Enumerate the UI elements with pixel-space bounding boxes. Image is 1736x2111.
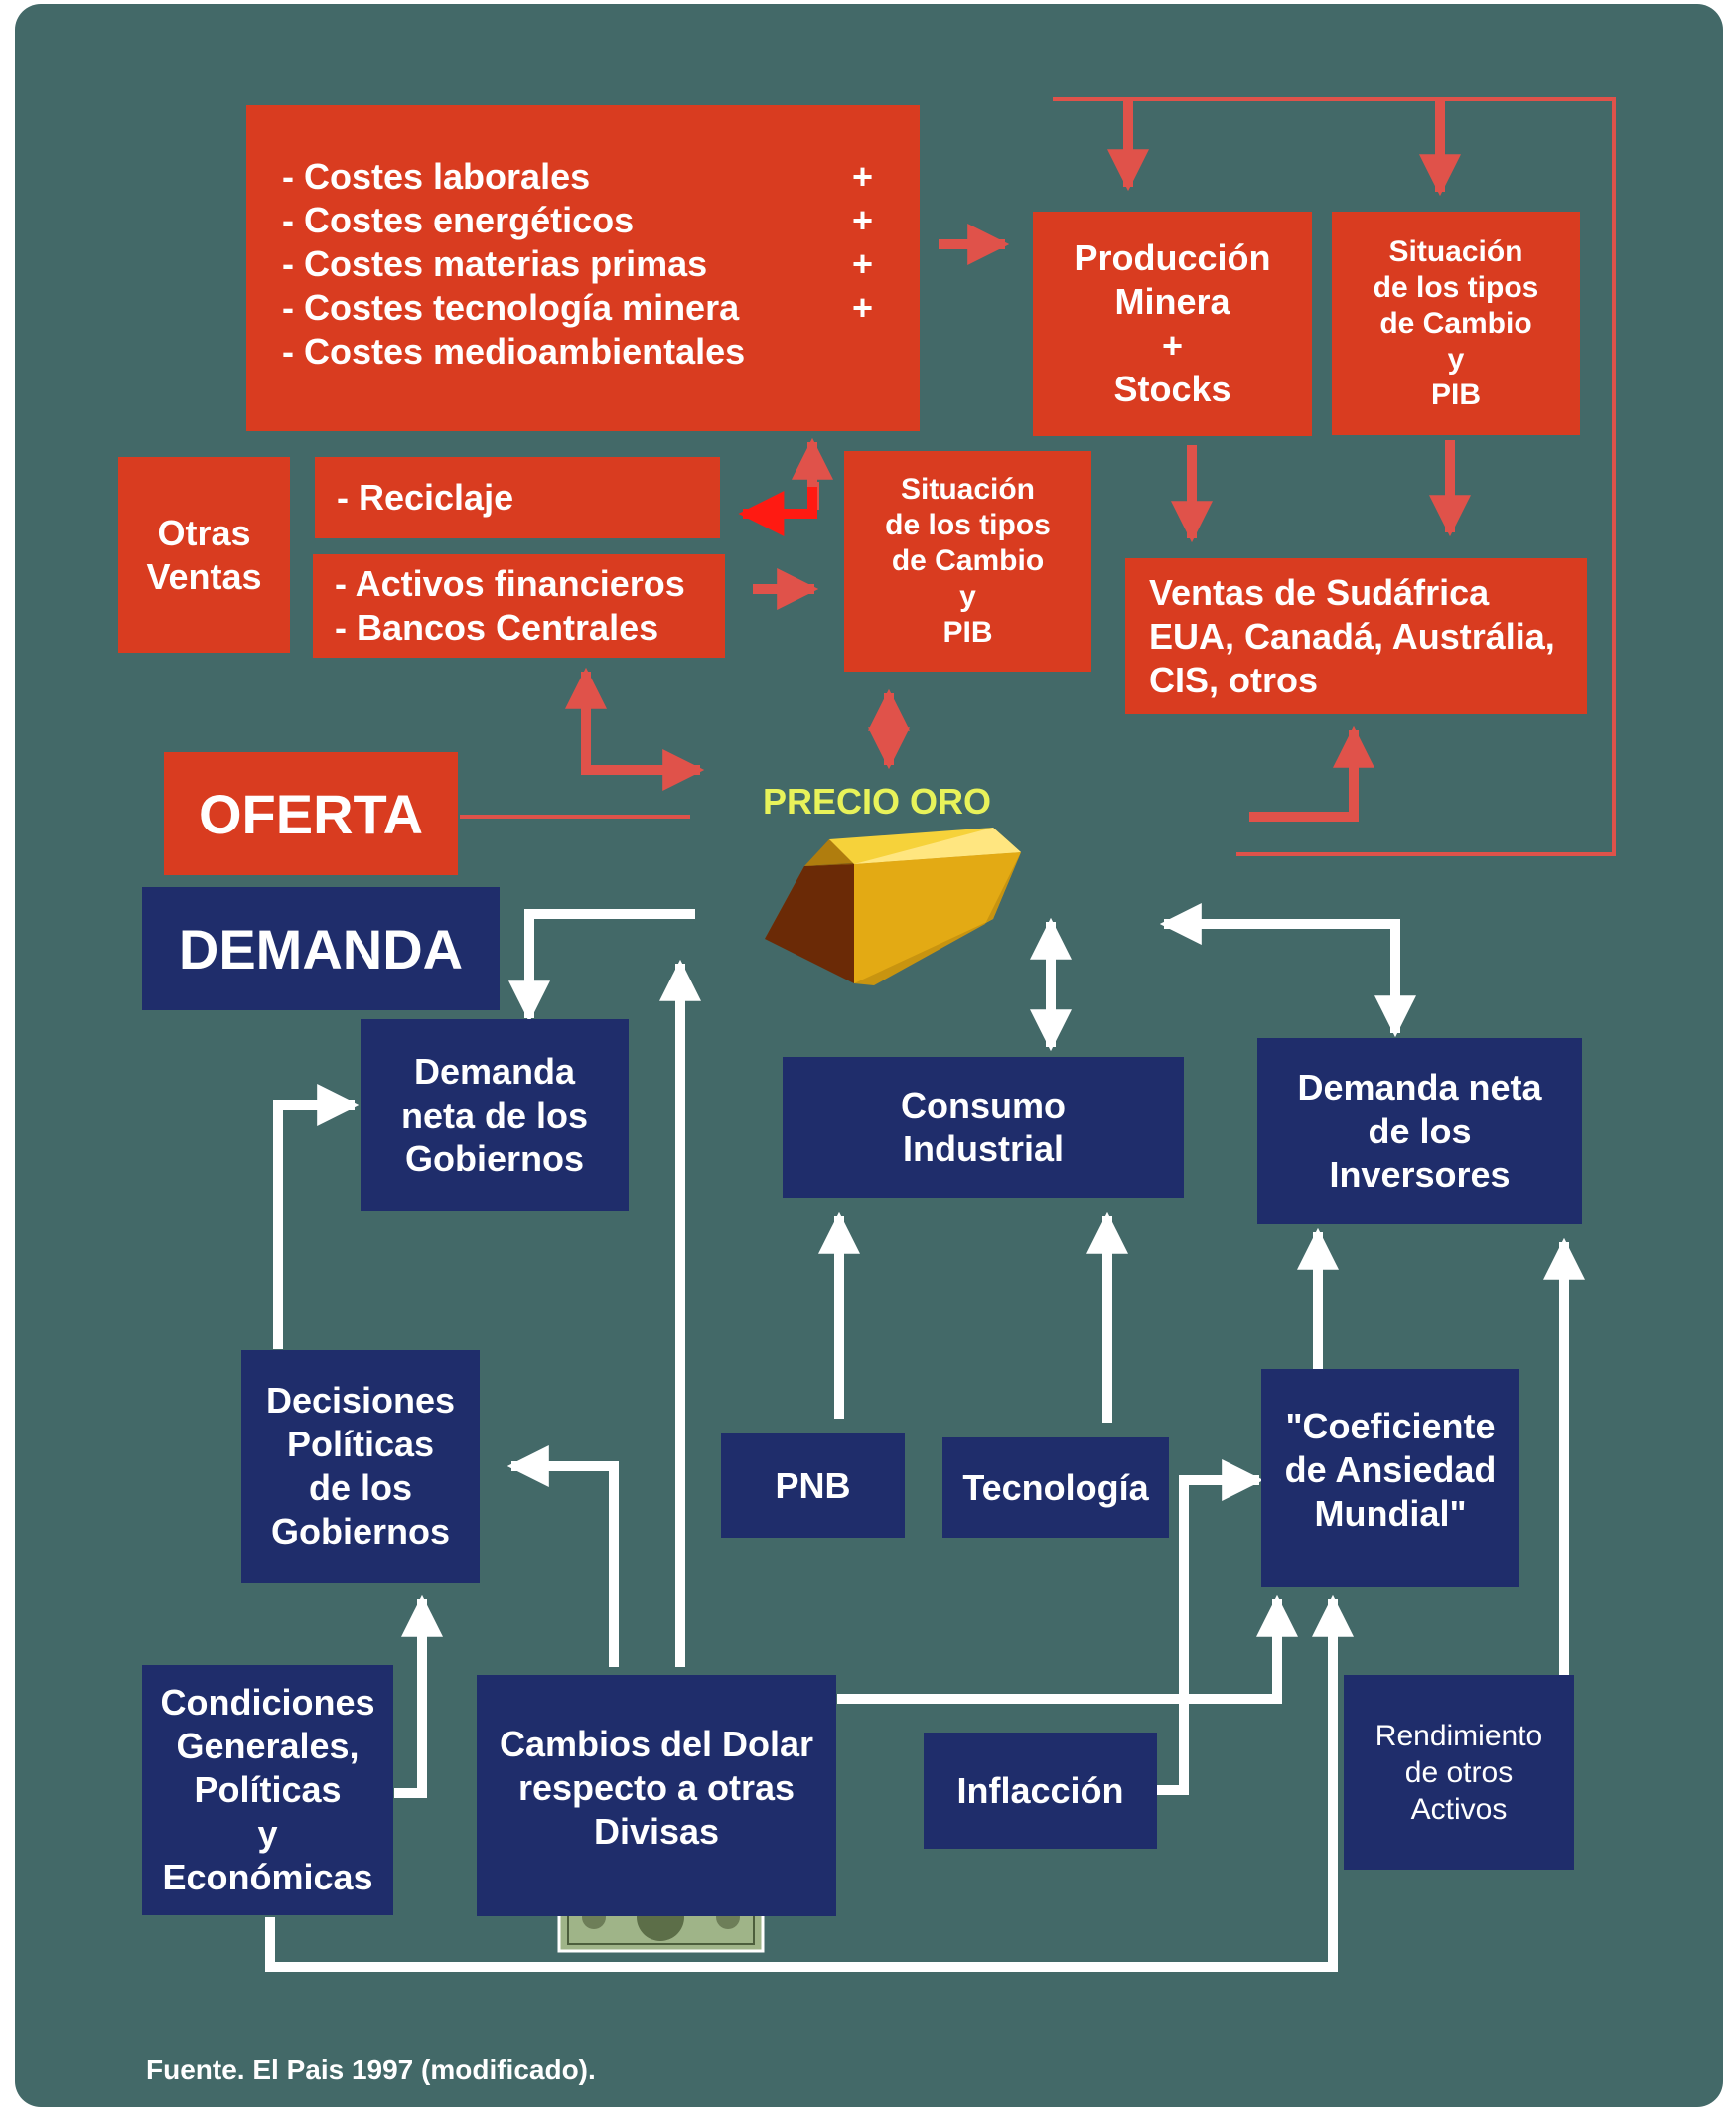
precio-to-inversores-arrow (1197, 919, 1416, 1038)
gold-bar-icon (765, 828, 1021, 985)
costs-line: - Costes materias primas (282, 243, 708, 284)
inversores-line: Inversores (1329, 1153, 1511, 1195)
otras-ventas-box: Otras Ventas (118, 457, 290, 653)
cambio-line: y (1447, 342, 1465, 376)
oferta-label-box: OFERTA (164, 752, 458, 875)
cambio-line: de los tipos (885, 509, 1051, 541)
condiciones-line: Políticas (194, 1769, 342, 1810)
feedback-frame-line (1053, 97, 1616, 856)
plus-sign: + (852, 243, 874, 284)
ventas-line: EUA, Canadá, Austrália, (1149, 615, 1555, 657)
decisiones-line: Políticas (286, 1424, 435, 1464)
decisiones-line: Decisiones (265, 1380, 456, 1421)
tecnologia-box: Tecnología (942, 1437, 1169, 1538)
plus-sign: + (852, 287, 874, 328)
produccion-line: + (1161, 325, 1184, 366)
plus-sign: + (852, 200, 874, 240)
tecnologia-label: Tecnología (962, 1466, 1149, 1508)
cambio-line: PIB (1430, 377, 1481, 411)
demanda-inversores-box: Demanda neta de los Inversores (1257, 1038, 1582, 1224)
otras-ventas-line: Ventas (146, 555, 262, 597)
source-note: Fuente. El Pais 1997 (modificado). (146, 2054, 596, 2085)
inversores-line: de los (1368, 1110, 1472, 1151)
demanda-label: DEMANDA (178, 917, 464, 980)
ventas-line: Ventas de Sudáfrica (1149, 571, 1490, 613)
otras-ventas-line: Otras (157, 512, 251, 553)
pnb-box: PNB (721, 1433, 905, 1538)
condiciones-line: Condiciones (160, 1682, 375, 1723)
dolar-line: Cambios del Dolar (499, 1724, 814, 1764)
cambio-line: de Cambio (891, 544, 1045, 577)
decisiones-line: Gobiernos (270, 1511, 451, 1552)
costs-line: - Costes energéticos (282, 200, 635, 240)
cambio-line: Situación (900, 473, 1035, 506)
cambio-line: PIB (942, 616, 993, 649)
decisiones-politicas-box: Decisiones Políticas de los Gobiernos (241, 1350, 480, 1583)
decisiones-to-gobiernos-arrow (273, 1084, 360, 1349)
condiciones-to-decisiones-arrow (394, 1594, 443, 1798)
reciclaje-box: - Reciclaje (315, 457, 720, 538)
costs-line: - Costes laborales (282, 156, 591, 197)
inversores-line: Demanda neta (1297, 1066, 1542, 1108)
activos-to-precio-arrow (581, 674, 705, 791)
condiciones-generales-box: Condiciones Generales, Políticas y Econó… (142, 1665, 393, 1915)
coeficiente-line: Mundial" (1314, 1493, 1467, 1534)
activos-line: - Activos financieros (335, 563, 685, 604)
cambios-dolar-box: Cambios del Dolar respecto a otras Divis… (477, 1675, 836, 1916)
condiciones-line: y (257, 1813, 278, 1854)
rendimiento-line: de otros (1404, 1755, 1514, 1789)
condiciones-line: Económicas (162, 1857, 373, 1897)
inflaccion-label: Inflacción (956, 1769, 1124, 1811)
precio-to-gobiernos-arrow (508, 909, 695, 1023)
cambio-line: Situación (1388, 234, 1523, 268)
condiciones-line: Generales, (176, 1726, 360, 1766)
inflaccion-box: Inflacción (924, 1733, 1157, 1849)
rendimiento-line: Activos (1410, 1792, 1508, 1826)
cambio-line: de Cambio (1379, 306, 1532, 340)
rendimiento-activos-box: Rendimiento de otros Activos (1344, 1675, 1574, 1870)
precio-oro-label: PRECIO ORO (763, 781, 992, 822)
dolar-line: respecto a otras (517, 1767, 796, 1808)
cambio-mid-to-reciclaje-arrow (738, 487, 817, 536)
gobiernos-line: Gobiernos (404, 1137, 585, 1179)
rendimiento-line: Rendimiento (1374, 1719, 1543, 1752)
activos-box: - Activos financieros - Bancos Centrales (313, 554, 725, 658)
gobiernos-line: neta de los (400, 1094, 589, 1135)
ventas-line: CIS, otros (1149, 659, 1319, 700)
coeficiente-line: de Ansiedad (1284, 1449, 1497, 1490)
consumo-industrial-box: Consumo Industrial (783, 1057, 1184, 1198)
dolar-line: Divisas (593, 1811, 720, 1852)
cambio-line: y (959, 580, 976, 613)
pnb-label: PNB (775, 1464, 851, 1506)
produccion-line: Minera (1114, 281, 1230, 322)
coeficiente-line: "Coeficiente (1285, 1406, 1496, 1446)
consumo-line: Consumo (901, 1085, 1066, 1126)
demanda-gobiernos-box: Demanda neta de los Gobiernos (361, 1019, 629, 1211)
activos-line: - Bancos Centrales (335, 607, 659, 648)
reciclaje-label: - Reciclaje (337, 477, 514, 518)
consumo-line: Industrial (902, 1129, 1065, 1169)
gobiernos-line: Demanda (413, 1050, 576, 1092)
plus-sign: + (852, 156, 874, 197)
oferta-label: OFERTA (198, 782, 424, 845)
tipos-cambio-mid-box: Situación de los tipos de Cambio y PIB (844, 451, 1091, 672)
inflaccion-to-coeficiente-arrow (1157, 1459, 1264, 1795)
dolar-to-decisiones-arrow (506, 1445, 619, 1667)
produccion-line: Stocks (1113, 369, 1231, 409)
costs-box: - Costes laborales - Costes energéticos … (246, 105, 920, 431)
produccion-minera-box: Producción Minera + Stocks (1033, 212, 1312, 436)
decisiones-line: de los (308, 1467, 413, 1508)
costs-line: - Costes medioambientales (282, 331, 746, 372)
costs-line: - Costes tecnología minera (282, 287, 740, 328)
tipos-cambio-top-box: Situación de los tipos de Cambio y PIB (1332, 212, 1580, 435)
frame-to-ventas-arrow (1249, 725, 1374, 822)
demanda-label-box: DEMANDA (142, 887, 500, 1010)
cambio-line: de los tipos (1373, 270, 1539, 304)
produccion-line: Producción (1074, 237, 1271, 278)
ventas-box: Ventas de Sudáfrica EUA, Canadá, Austrál… (1125, 558, 1587, 714)
dolar-to-coeficiente-arrow (837, 1594, 1298, 1704)
coeficiente-ansiedad-box: "Coeficiente de Ansiedad Mundial" (1261, 1369, 1519, 1587)
condiciones-to-coeficiente-arrow (265, 1594, 1354, 1972)
